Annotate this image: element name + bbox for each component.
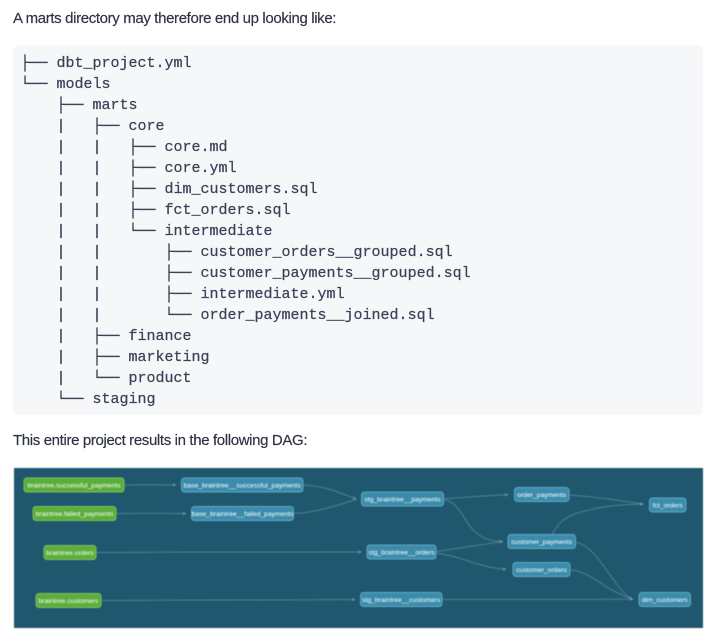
svg-text:braintree.customers: braintree.customers: [39, 598, 99, 605]
svg-text:fct_orders: fct_orders: [653, 503, 684, 510]
svg-text:stg_braintree__customers: stg_braintree__customers: [362, 597, 441, 604]
svg-text:braintree.orders: braintree.orders: [46, 550, 94, 557]
svg-text:customer_orders: customer_orders: [516, 567, 567, 574]
svg-text:base_braintree__successful_pay: base_braintree__successful_payments: [184, 483, 302, 490]
svg-text:base_braintree__failed_payment: base_braintree__failed_payments: [192, 511, 294, 518]
svg-text:customer_payments: customer_payments: [511, 539, 572, 546]
svg-text:order_payments: order_payments: [517, 492, 566, 499]
svg-text:stg_braintree__payments: stg_braintree__payments: [364, 497, 441, 504]
svg-text:stg_braintree__orders: stg_braintree__orders: [368, 550, 435, 557]
svg-text:braintree.successful_payments: braintree.successful_payments: [27, 483, 121, 490]
svg-text:dim_customers: dim_customers: [642, 597, 688, 604]
svg-text:braintree.failed_payments: braintree.failed_payments: [36, 511, 114, 518]
